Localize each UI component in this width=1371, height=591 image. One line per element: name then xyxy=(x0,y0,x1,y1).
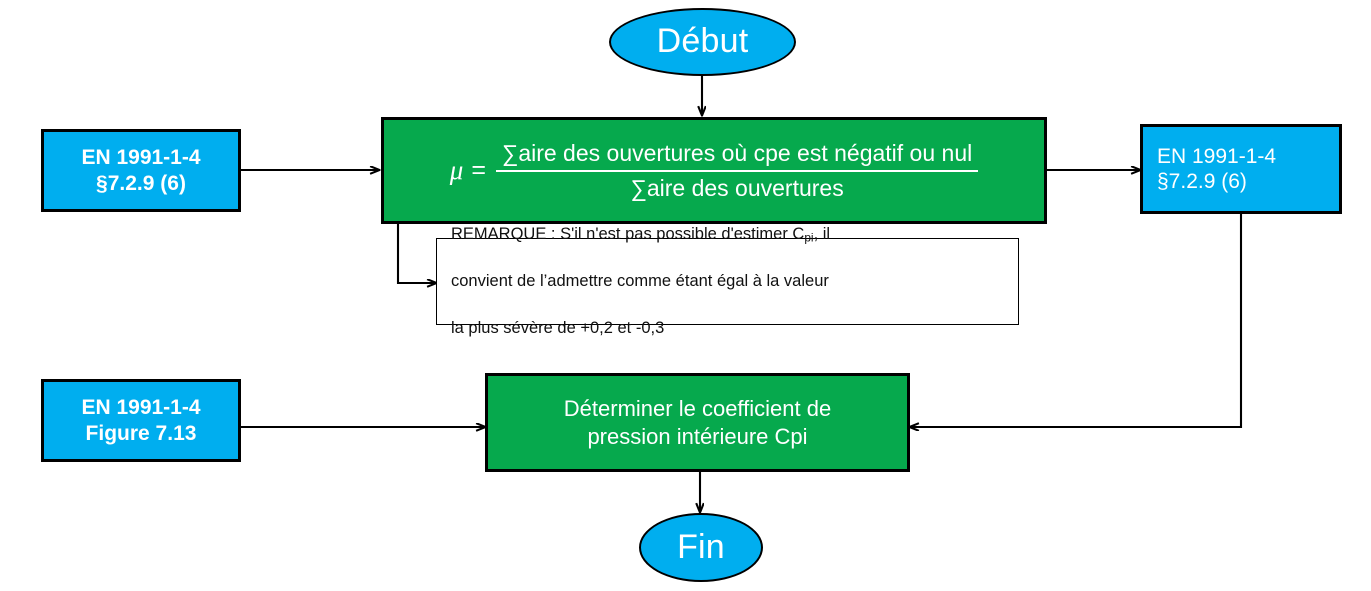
note-subscript-pi: pi xyxy=(804,230,814,245)
formula-fraction-bar xyxy=(495,169,979,172)
reference-line-1: EN 1991-1-4 xyxy=(81,146,201,170)
reference-box-bottom-left-text: EN 1991-1-4 Figure 7.13 xyxy=(81,395,200,445)
end-node[interactable]: Fin xyxy=(639,513,763,582)
reference-box-right-text: EN 1991-1-4 §7.2.9 (6) xyxy=(1143,144,1276,194)
formula-expression: μ = ∑aire des ouvertures où cpe est néga… xyxy=(384,140,1044,202)
note-line-1-prefix: REMARQUE : S'il n'est pas possible d'est… xyxy=(451,224,805,243)
reference-line-1: EN 1991-1-4 xyxy=(81,396,201,420)
reference-line-1: EN 1991-1-4 xyxy=(1157,144,1277,168)
formula-equals-sign: = xyxy=(471,156,486,184)
formula-numerator: ∑aire des ouvertures où cpe est négatif … xyxy=(501,139,973,166)
reference-box-top-left-text: EN 1991-1-4 §7.2.9 (6) xyxy=(81,145,200,195)
process-box-cpi[interactable]: Déterminer le coefficient de pression in… xyxy=(485,373,910,472)
formula-box[interactable]: μ = ∑aire des ouvertures où cpe est néga… xyxy=(381,117,1047,224)
note-box: REMARQUE : S'il n'est pas possible d'est… xyxy=(436,225,1019,337)
reference-box-right[interactable]: EN 1991-1-4 §7.2.9 (6) xyxy=(1140,124,1342,214)
note-line-1: REMARQUE : S'il n'est pas possible d'est… xyxy=(451,223,830,246)
formula-denominator: ∑aire des ouvertures xyxy=(630,174,844,201)
process-line-1: Déterminer le coefficient de xyxy=(563,396,832,421)
start-node-label: Début xyxy=(656,22,749,61)
reference-box-bottom-left[interactable]: EN 1991-1-4 Figure 7.13 xyxy=(41,379,241,462)
formula-fraction: ∑aire des ouvertures où cpe est négatif … xyxy=(495,139,979,202)
note-line-1-suffix: , il xyxy=(813,224,831,243)
note-line-2: convient de l’admettre comme étant égal … xyxy=(451,271,829,290)
reference-line-2: Figure 7.13 xyxy=(85,421,197,445)
reference-box-top-left[interactable]: EN 1991-1-4 §7.2.9 (6) xyxy=(41,129,241,212)
reference-line-2: §7.2.9 (6) xyxy=(1157,170,1247,193)
formula-variable-mu: μ xyxy=(449,155,464,185)
end-node-label: Fin xyxy=(677,527,725,566)
reference-line-2: §7.2.9 (6) xyxy=(96,171,186,195)
note-box-text: REMARQUE : S'il n'est pas possible d'est… xyxy=(437,194,830,370)
start-node[interactable]: Début xyxy=(609,8,796,76)
process-line-2: pression intérieure Cpi xyxy=(587,423,808,449)
note-line-3: la plus sévère de +0,2 et -0,3 xyxy=(451,318,665,337)
connector-formula-to-note xyxy=(396,224,436,283)
process-box-cpi-text: Déterminer le coefficient de pression in… xyxy=(564,395,831,450)
